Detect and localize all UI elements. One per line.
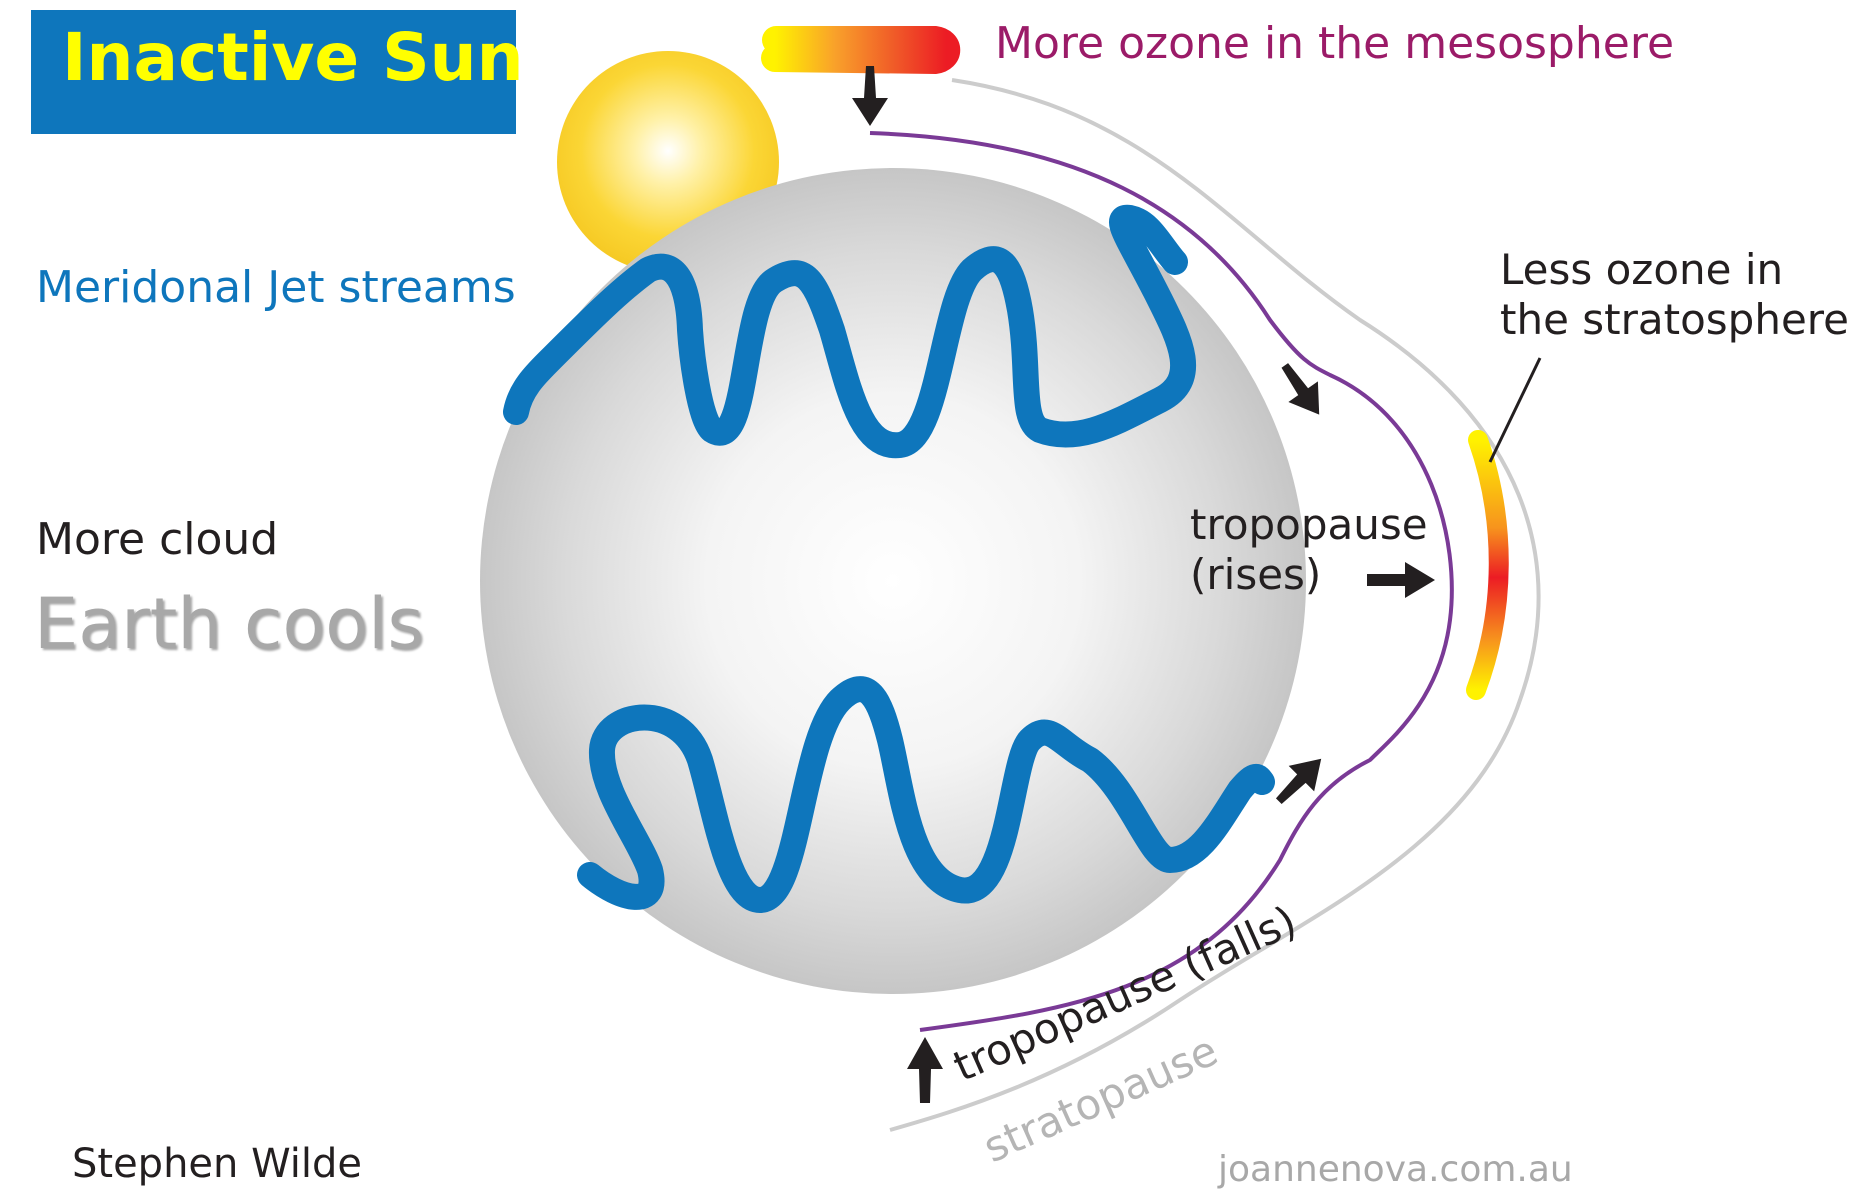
jet-streams-label: Meridonal Jet streams [36,262,516,313]
arrow-icon-down-top [852,66,888,126]
title-banner [31,10,516,134]
earth-cools-label: Earth cools [34,583,425,665]
less-ozone-pointer [1488,357,1542,463]
jet-stream-lower [577,676,1275,913]
author-credit: Stephen Wilde [72,1141,362,1187]
less-ozone-line2: the stratosphere [1500,295,1849,345]
less-ozone-line1: Less ozone in [1500,245,1784,294]
arrow-icon-diagonal-lower [1275,758,1322,805]
stratosphere-ozone-band [1466,430,1509,700]
mesosphere-ozone-band [761,26,960,75]
jet-stream-upper [503,204,1197,459]
arrow-icon-right [1367,562,1435,598]
tropopause-rises-line2: (rises) [1190,550,1322,600]
mesosphere-ozone-label: More ozone in the mesosphere [995,18,1675,69]
arrow-icon-up-bottom [907,1037,943,1103]
page-title: Inactive Sun [62,19,524,96]
arrow-icon-diagonal-upper [1281,363,1320,415]
tropopause-line [869,131,1454,1032]
tropopause-rises-label: tropopause (rises) [1190,500,1428,601]
more-cloud-label: More cloud [36,514,279,565]
site-watermark: joannenova.com.au [1218,1149,1573,1190]
stratopause-line [889,78,1541,1132]
tropopause-rises-line1: tropopause [1190,500,1428,549]
less-ozone-label: Less ozone in the stratosphere [1500,245,1849,346]
